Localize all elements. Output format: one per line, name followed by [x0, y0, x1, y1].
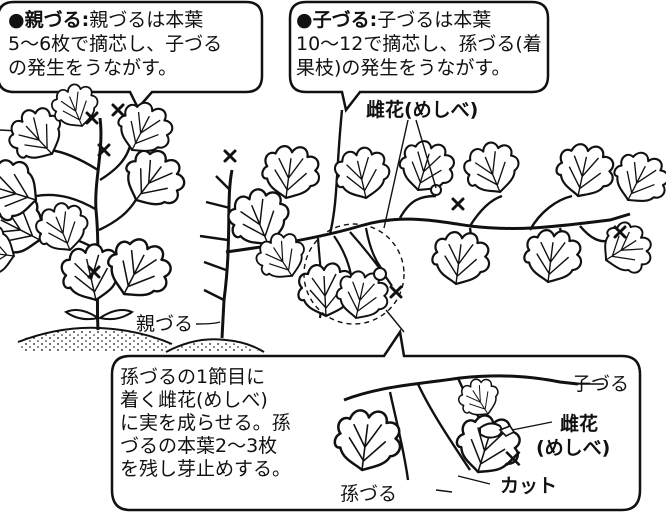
- label-parent-vine: 親づる: [136, 313, 194, 335]
- callout-oya-line-1: 親づるは本葉: [89, 9, 204, 31]
- callout-ko-heading: 子づる: [312, 9, 370, 31]
- callout-oya-marker: ●: [8, 9, 25, 31]
- callout-ko-line-2: 10〜12で摘芯し、孫づる(着: [296, 33, 542, 55]
- callout-oya-heading: 親づる: [24, 9, 82, 31]
- callout-oya-first-line: ●親づる:親づるは本葉: [8, 8, 222, 32]
- detail-inset: [329, 371, 604, 493]
- callout-ko-marker: ●: [296, 9, 313, 31]
- callout-oya-colon: :: [81, 9, 90, 31]
- label-detail-child-vine: 子づる: [572, 373, 630, 395]
- label-female-flower-top: 雌花(めしべ): [366, 99, 479, 121]
- callout-ko-bubble: [288, 0, 550, 113]
- callout-oya-text: ●親づる:親づるは本葉 5〜6枚で摘芯し、子づる の発生をうながす。: [8, 8, 222, 80]
- callout-oya-bubble: [0, 0, 264, 111]
- cut-icon: ✕: [502, 445, 524, 475]
- callout-mago-text: 孫づるの1節目に 着く雌花(めしべ) に実を成らせる。孫 づるの本葉2〜3枚 を…: [120, 366, 291, 481]
- callout-oya-line-2: 5〜6枚で摘芯し、子づる: [8, 33, 223, 55]
- callout-ko-first-line: ●子づる:子づるは本葉: [296, 8, 542, 32]
- callout-ko-line-3: 果枝)の発生をうながす。: [296, 57, 511, 79]
- callout-mago-line-2: 着く雌花(めしべ): [120, 389, 268, 411]
- callout-mago-line-5: を残し芽止めする。: [120, 458, 292, 480]
- label-detail-female-flower-1: 雌花: [560, 413, 599, 435]
- callout-ko-line-1: 子づるは本葉: [377, 9, 492, 31]
- callout-ko-text: ●子づる:子づるは本葉 10〜12で摘芯し、孫づる(着 果枝)の発生をうながす。: [296, 8, 542, 80]
- label-detail-grandchild-vine: 孫づる: [340, 483, 398, 505]
- callout-mago-line-4: づるの本葉2〜3枚: [120, 435, 278, 457]
- plant-parent-vine: [0, 77, 197, 352]
- plant-child-vines: [165, 109, 666, 353]
- callout-mago-line-3: に実を成らせる。孫: [120, 412, 291, 434]
- callout-mago-line-1: 孫づるの1節目に: [120, 366, 266, 388]
- label-detail-female-flower-2: (めしべ): [536, 437, 611, 459]
- callout-ko-colon: :: [369, 9, 378, 31]
- label-cut: カット: [500, 475, 558, 497]
- callout-oya-line-3: の発生をうながす。: [8, 57, 178, 79]
